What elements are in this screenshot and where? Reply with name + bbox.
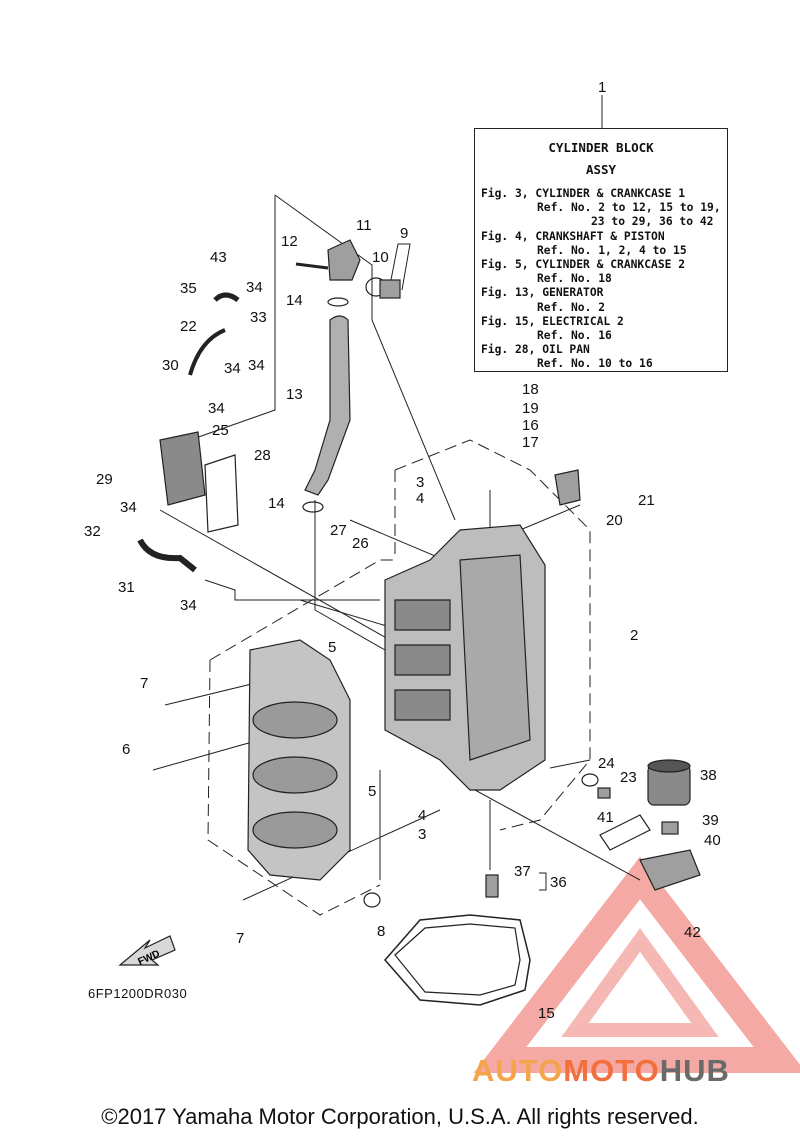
callout-34: 34 xyxy=(208,400,225,417)
callout-34: 34 xyxy=(246,279,263,296)
callout-43: 43 xyxy=(210,249,227,266)
legend-entries: Fig. 3, CYLINDER & CRANKCASE 1 Ref. No. … xyxy=(475,181,727,372)
lower-components xyxy=(363,759,701,1006)
callout-12: 12 xyxy=(281,233,298,250)
callout-38: 38 xyxy=(700,767,717,784)
brand-part-2: MOTO xyxy=(563,1053,660,1088)
callout-7: 7 xyxy=(236,930,244,947)
callout-labels: 1 2 3 3 4 4 5 5 6 7 7 8 9 10 11 12 13 14… xyxy=(84,79,721,1022)
brand-part-1: AUTO xyxy=(472,1053,564,1088)
dashed-assembly-outline xyxy=(207,439,591,916)
callout-14: 14 xyxy=(286,292,303,309)
crankcase xyxy=(247,639,351,881)
callout-3: 3 xyxy=(418,826,426,843)
callout-37: 37 xyxy=(514,863,531,880)
callout-7: 7 xyxy=(140,675,148,692)
callout-9: 9 xyxy=(400,225,408,242)
callout-15: 15 xyxy=(538,1005,555,1022)
callout-23: 23 xyxy=(620,769,637,786)
watermark-brand: AUTOMOTOHUB xyxy=(472,1053,730,1089)
leader-lines xyxy=(152,95,641,901)
callout-36: 36 xyxy=(550,874,567,891)
callout-10: 10 xyxy=(372,249,389,266)
legend-fig: Fig. 4, CRANKSHAFT & PISTON xyxy=(481,229,665,243)
callout-14: 14 xyxy=(268,495,285,512)
callout-4: 4 xyxy=(416,490,424,507)
callout-1: 1 xyxy=(598,79,606,96)
callout-40: 40 xyxy=(704,832,721,849)
callout-8: 8 xyxy=(377,923,385,940)
callout-18: 18 xyxy=(522,381,539,398)
callout-34: 34 xyxy=(180,597,197,614)
callout-22: 22 xyxy=(180,318,197,335)
callout-31: 31 xyxy=(118,579,135,596)
watermark-logo-icon xyxy=(473,856,800,1073)
callout-5: 5 xyxy=(328,639,336,656)
cylinder-block xyxy=(384,524,546,791)
legend-fig: Fig. 13, GENERATOR xyxy=(481,286,604,300)
callout-4: 4 xyxy=(418,807,426,824)
callout-13: 13 xyxy=(286,386,303,403)
callout-34: 34 xyxy=(248,357,265,374)
callout-19: 19 xyxy=(522,400,539,417)
callout-29: 29 xyxy=(96,471,113,488)
callout-30: 30 xyxy=(162,357,179,374)
callout-5: 5 xyxy=(368,783,376,800)
legend-ref: Ref. No. 1, 2, 4 to 15 xyxy=(537,243,687,257)
callout-2: 2 xyxy=(630,627,638,644)
legend-ref: Ref. No. 16 xyxy=(537,329,612,343)
callout-35: 35 xyxy=(180,280,197,297)
upper-components xyxy=(137,239,581,573)
callout-21: 21 xyxy=(638,492,655,509)
legend-fig: Fig. 28, OIL PAN xyxy=(481,343,590,357)
legend-ref: Ref. No. 10 to 16 xyxy=(537,357,653,371)
callout-16: 16 xyxy=(522,417,539,434)
legend-fig: Fig. 5, CYLINDER & CRANKCASE 2 xyxy=(481,258,686,272)
callout-17: 17 xyxy=(522,434,539,451)
callout-3: 3 xyxy=(416,474,424,491)
fwd-arrow-icon: FWD xyxy=(118,935,176,968)
legend-title-line2: ASSY xyxy=(585,162,617,177)
callout-20: 20 xyxy=(606,512,623,529)
legend-ref: 23 to 29, 36 to 42 xyxy=(591,215,714,229)
callout-26: 26 xyxy=(352,535,369,552)
callout-34: 34 xyxy=(120,499,137,516)
callout-39: 39 xyxy=(702,812,719,829)
legend-ref: Ref. No. 2 xyxy=(537,300,606,314)
callout-41: 41 xyxy=(597,809,614,826)
callout-25: 25 xyxy=(212,422,229,439)
callout-34: 34 xyxy=(224,360,241,377)
legend-title-line1: CYLINDER BLOCK xyxy=(548,140,654,155)
callout-28: 28 xyxy=(254,447,271,464)
legend-ref: Ref. No. 2 to 12, 15 to 19, xyxy=(537,201,721,215)
callout-24: 24 xyxy=(598,755,615,772)
diagram-code: 6FP1200DR030 xyxy=(88,986,188,1001)
legend-fig: Fig. 15, ELECTRICAL 2 xyxy=(481,314,624,328)
callout-6: 6 xyxy=(122,741,130,758)
parts-legend-box: CYLINDER BLOCK ASSY Fig. 3, CYLINDER & C… xyxy=(474,128,728,372)
brand-part-3: HUB xyxy=(659,1053,730,1088)
callout-27: 27 xyxy=(330,522,347,539)
callout-33: 33 xyxy=(250,309,267,326)
callout-11: 11 xyxy=(356,217,372,234)
legend-ref: Ref. No. 18 xyxy=(537,272,612,286)
legend-fig: Fig. 3, CYLINDER & CRANKCASE 1 xyxy=(481,187,686,200)
callout-42: 42 xyxy=(684,924,701,941)
callout-32: 32 xyxy=(84,523,101,540)
copyright-notice: ©2017 Yamaha Motor Corporation, U.S.A. A… xyxy=(101,1104,699,1129)
